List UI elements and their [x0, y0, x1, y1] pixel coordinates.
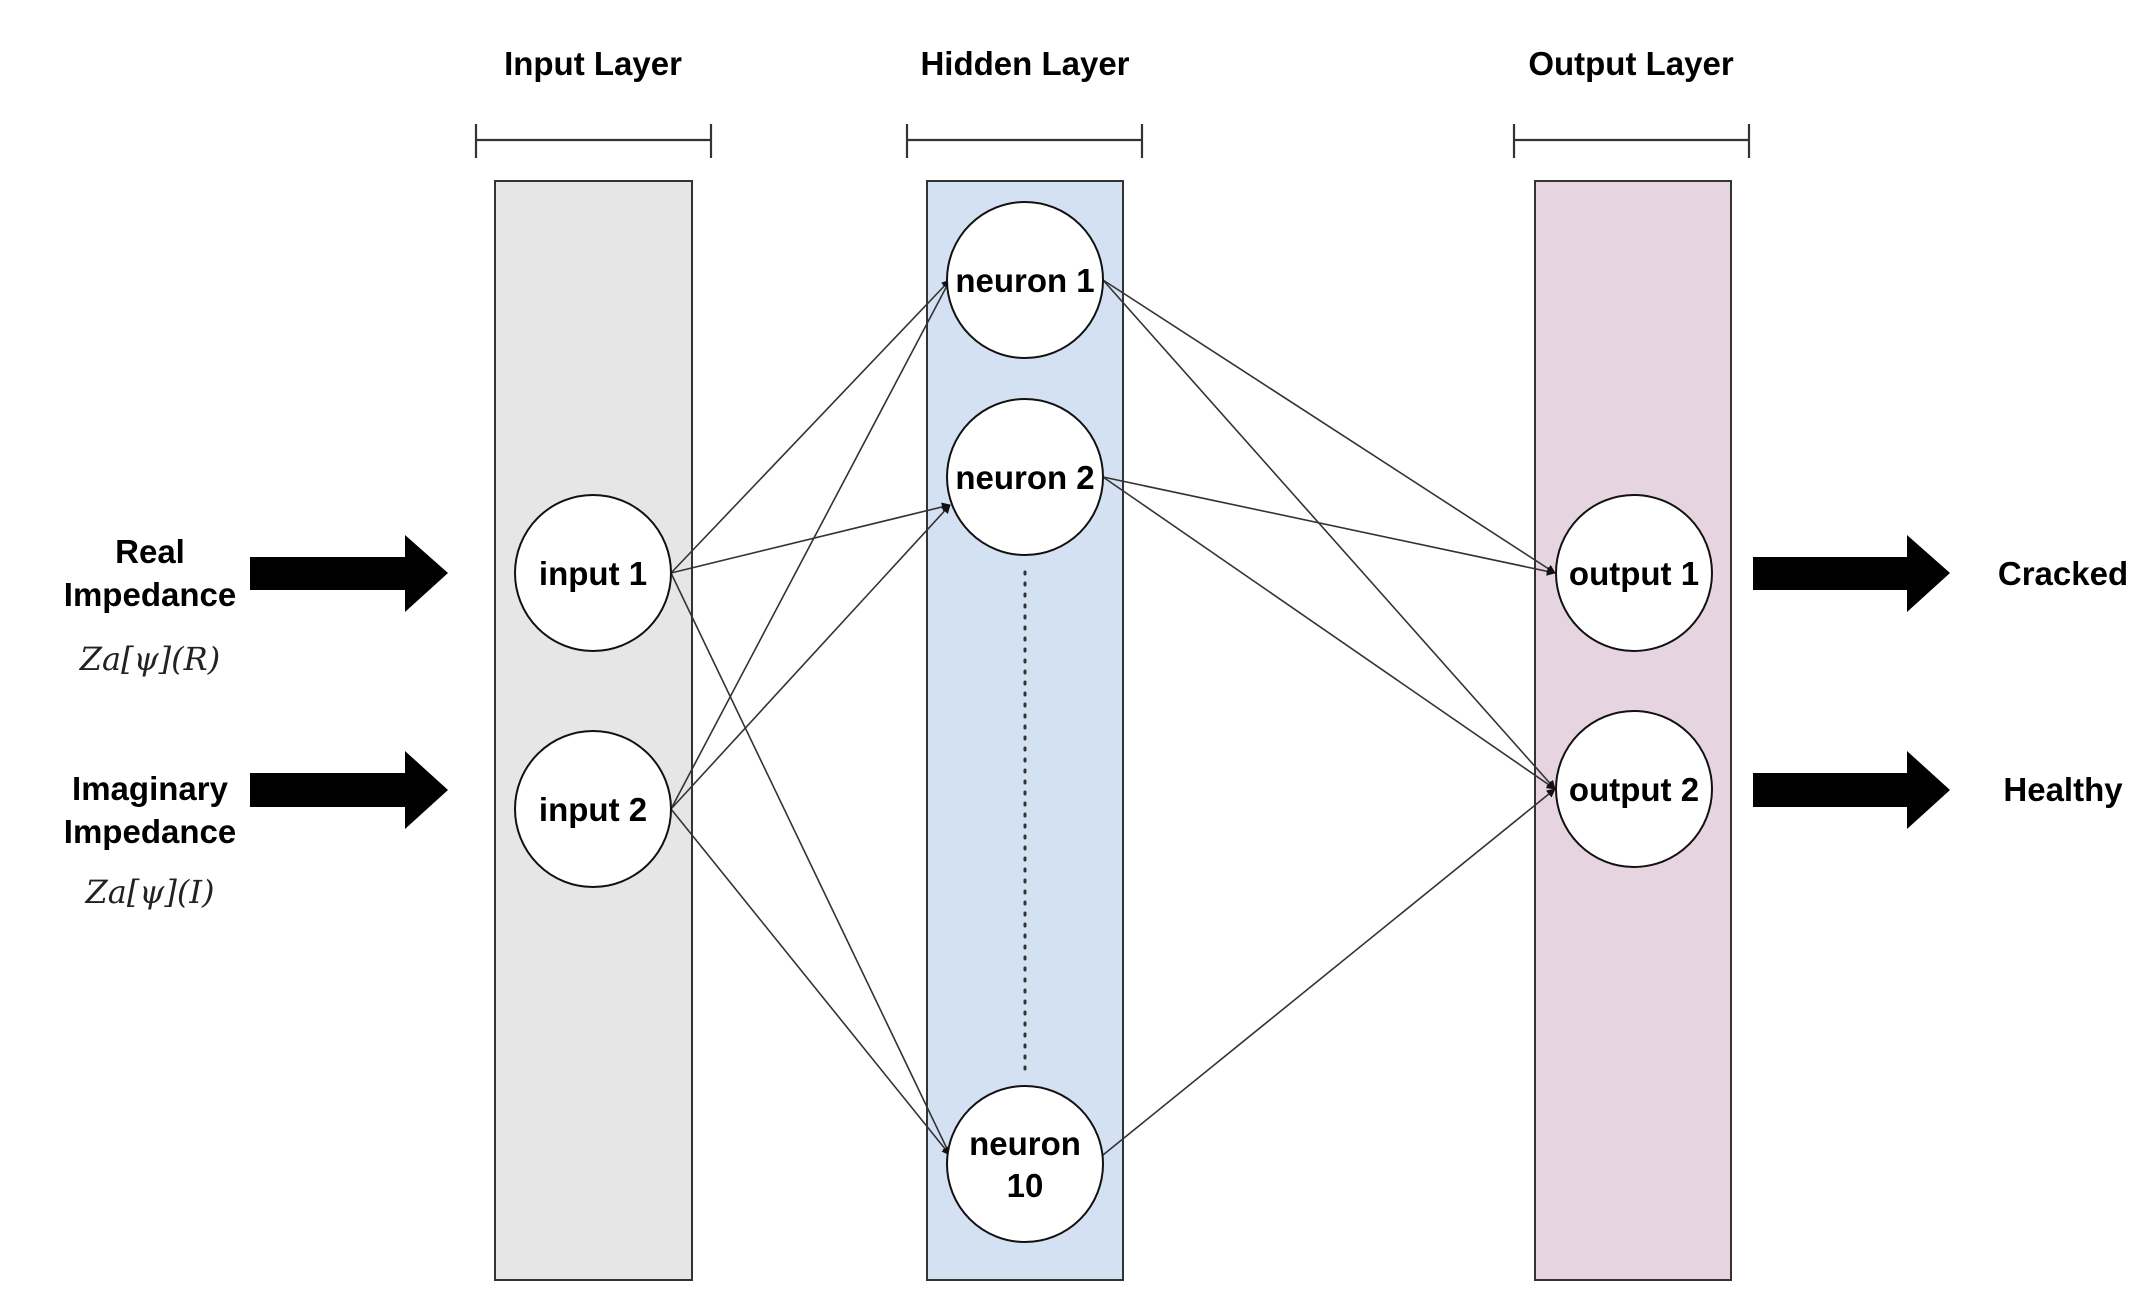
input-node-2: input 2 — [514, 730, 672, 888]
real-impedance-formula: Za[ψ](R) — [79, 640, 220, 678]
hidden-node-2-circle — [946, 398, 1104, 556]
cracked-label: Cracked — [1998, 555, 2128, 592]
connection-input1-neuron10 — [670, 572, 951, 1156]
hidden-node-10-label-line1: neuron — [969, 1125, 1081, 1162]
input-node-2-circle — [514, 730, 672, 888]
connections-input-hidden — [670, 279, 951, 1156]
connection-neuron10-output2 — [1102, 788, 1556, 1156]
input-layer-column — [494, 180, 693, 1281]
hidden-layer-bracket — [905, 124, 1144, 158]
output-node-2-label: output 2 — [1569, 771, 1699, 808]
output-node-1-circle — [1555, 494, 1713, 652]
input-arrow-real — [250, 535, 448, 612]
input-layer-title: Input Layer — [504, 45, 682, 82]
hidden-node-1-circle — [946, 201, 1104, 359]
connection-input2-neuron2 — [670, 504, 951, 810]
healthy-label: Healthy — [2003, 771, 2123, 808]
output-node-2-circle — [1555, 710, 1713, 868]
connection-neuron2-output1 — [1102, 476, 1556, 576]
output-arrow-healthy — [1753, 751, 1950, 829]
hidden-node-10: neuron 10 — [946, 1085, 1104, 1243]
output-layer-title: Output Layer — [1528, 45, 1734, 82]
output-arrow-cracked — [1753, 535, 1950, 612]
connection-neuron1-output2 — [1102, 279, 1556, 790]
connection-input2-neuron1 — [670, 279, 951, 810]
imaginary-impedance-formula: Za[ψ](I) — [85, 873, 215, 911]
connection-neuron1-output1 — [1102, 279, 1556, 574]
connection-input1-neuron2 — [670, 502, 951, 574]
input-node-2-label: input 2 — [539, 791, 647, 828]
imaginary-impedance-label-line2: Impedance — [64, 813, 236, 850]
connection-neuron2-output2 — [1102, 476, 1556, 790]
output-node-1: output 1 — [1555, 494, 1713, 652]
input-node-1-label: input 1 — [539, 555, 647, 592]
input-layer-bracket — [474, 124, 713, 158]
hidden-node-10-label-line2: 10 — [1007, 1167, 1044, 1204]
hidden-node-2-label: neuron 2 — [955, 459, 1094, 496]
hidden-node-2: neuron 2 — [946, 398, 1104, 556]
imaginary-impedance-label-line1: Imaginary — [72, 770, 229, 807]
hidden-node-1: neuron 1 — [946, 201, 1104, 359]
input-node-1-circle — [514, 494, 672, 652]
connection-input1-neuron1 — [670, 279, 951, 574]
input-node-1: input 1 — [514, 494, 672, 652]
output-node-1-label: output 1 — [1569, 555, 1699, 592]
hidden-layer-title: Hidden Layer — [920, 45, 1129, 82]
output-layer-bracket — [1512, 124, 1751, 158]
hidden-node-10-circle — [946, 1085, 1104, 1243]
real-impedance-label-line2: Impedance — [64, 576, 236, 613]
output-node-2: output 2 — [1555, 710, 1713, 868]
input-arrow-imaginary — [250, 751, 448, 829]
hidden-node-1-label: neuron 1 — [955, 262, 1094, 299]
connection-input2-neuron10 — [670, 808, 951, 1156]
connections-hidden-output — [1102, 279, 1556, 1156]
real-impedance-label-line1: Real — [115, 533, 185, 570]
